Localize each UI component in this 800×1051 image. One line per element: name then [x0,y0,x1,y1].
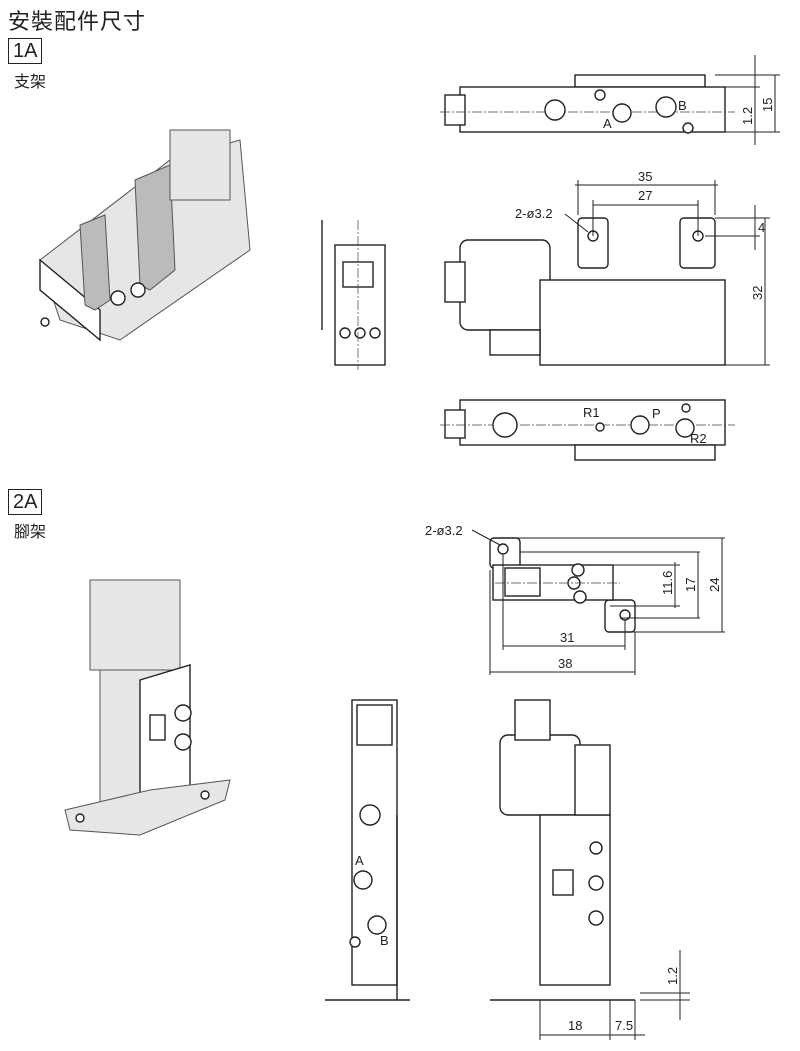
dimension-label: A [603,116,612,131]
dimension-label: B [678,98,687,113]
isometric-view-2a [64,579,231,836]
side-view-1a [321,220,386,370]
dimension-label: 17 [683,578,698,592]
side-view-2a: A B [325,699,410,1001]
dimension-label: 35 [638,169,652,184]
dimension-label: 15 [760,98,775,112]
dimension-label: P [652,406,661,421]
dimension-label: 11.6 [660,571,675,595]
section-name-2a: 腳架 [14,522,47,541]
dimension-label: 27 [638,188,652,203]
dimension-label: A [355,853,364,868]
top-view-1a: A B 1.2 15 [440,55,780,145]
front-view-1a: 35 27 2-ø3.2 4 32 [444,169,770,366]
dimension-label: 7.5 [615,1018,633,1033]
dimension-label: 2-ø3.2 [515,206,553,221]
section-code-2a: 2A [8,489,43,515]
bottom-view-1a: R1 P R2 [440,399,735,461]
section-code-1a: 1A [8,38,43,64]
dimension-label: B [380,933,389,948]
dimension-label: 24 [707,578,722,592]
isometric-view-1a [39,129,251,342]
page-title: 安裝配件尺寸 [8,10,147,35]
dimension-label: 18 [568,1018,582,1033]
dimension-label: 1.2 [665,967,680,985]
dimension-label: 1.2 [740,107,755,125]
dimension-label: R2 [690,431,707,446]
section-name-1a: 支架 [14,72,47,91]
dimension-label: 31 [560,630,574,645]
dimension-label: 2-ø3.2 [425,523,463,538]
dimension-label: 4 [758,220,765,235]
dimension-label: R1 [583,405,600,420]
dimension-label: 38 [558,656,572,671]
front-view-2a: 18 7.5 1.2 [490,699,690,1040]
top-view-2a: 2-ø3.2 11.6 17 24 31 38 [425,523,725,675]
dimension-label: 32 [750,286,765,300]
